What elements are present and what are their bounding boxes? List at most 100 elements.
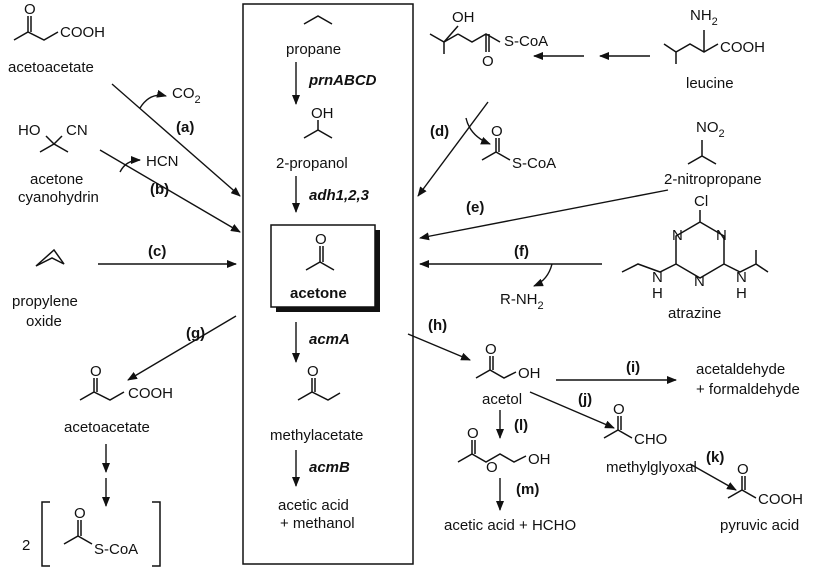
pyruvic-o: O [737, 461, 749, 478]
step-b-label: (b) [150, 181, 169, 198]
step-g-label: (g) [186, 325, 205, 342]
acetoacetate-bottom-o: O [90, 363, 102, 380]
gene-acma: acmA [309, 331, 350, 348]
acetone-label: acetone [290, 285, 347, 302]
pyruvic-structure [727, 476, 757, 499]
rnh2-release-curve [533, 263, 553, 287]
methylglyoxal-structure [603, 416, 633, 439]
acetol-label: acetol [482, 391, 522, 408]
cyanohydrin-label-1: acetone [30, 171, 83, 188]
acetyl-coa-right-structure [481, 138, 511, 161]
formaldehyde-label: + formaldehyde [696, 381, 800, 398]
atrazine-n1: N [672, 227, 683, 244]
acetyl-coa-right-scoa: S-CoA [512, 155, 556, 172]
gene-adh: adh1,2,3 [309, 187, 370, 204]
hydroxyacyl-o: O [482, 53, 494, 70]
hcn-release-curve [119, 156, 141, 173]
arrow-e [419, 189, 669, 241]
atrazine-h-right: H [736, 285, 747, 302]
acetoacetate-bottom-cooh: COOH [128, 385, 173, 402]
step-e-label: (e) [466, 199, 484, 216]
leucine-nh2: NH2 [690, 7, 718, 28]
hydroxyacyl-oh: OH [452, 9, 475, 26]
propylene-oxide-structure [35, 248, 65, 267]
acetone-o: O [315, 231, 327, 248]
acetoxymethanol-o2: O [486, 459, 498, 476]
arrow-j [529, 391, 615, 429]
methylacetate-o: O [307, 363, 319, 380]
acetoacetate-top-structure [13, 16, 59, 41]
acetic-hcho-label: acetic acid + HCHO [444, 517, 576, 534]
methylglyoxal-o: O [613, 401, 625, 418]
acetyl-coa-bottom-o: O [74, 505, 86, 522]
acetyl-coa-bottom-scoa: S-CoA [94, 541, 138, 558]
pyruvic-cooh: COOH [758, 491, 803, 508]
methylacetate-structure [297, 378, 341, 401]
atrazine-cl: Cl [694, 193, 708, 210]
propylene-oxide-label-2: oxide [26, 313, 62, 330]
atrazine-label: atrazine [668, 305, 721, 322]
methylglyoxal-label: methylglyoxal [606, 459, 697, 476]
bracket-left [41, 501, 50, 567]
acetone-structure [305, 246, 335, 271]
step-l-label: (l) [514, 417, 528, 434]
atrazine-n3: N [694, 273, 705, 290]
arrow-g [127, 315, 237, 381]
acetaldehyde-label: acetaldehyde [696, 361, 785, 378]
acetoxymethanol-structure [457, 440, 527, 463]
step-h-label: (h) [428, 317, 447, 334]
propanol-oh: OH [311, 105, 334, 122]
methylacetate-label: methylacetate [270, 427, 363, 444]
step-c-label: (c) [148, 243, 166, 260]
nitropropane-structure [687, 140, 717, 165]
arrow-a [111, 83, 241, 197]
propanol-structure [303, 120, 333, 139]
step-k-label: (k) [706, 449, 724, 466]
acetyl-coa-release-curve [465, 117, 491, 145]
acetoacetate-bottom-structure [79, 378, 125, 401]
acetic-acid-label: acetic acid [278, 497, 349, 514]
gene-prnabcd: prnABCD [308, 72, 377, 89]
acetoacetate-top-cooh: COOH [60, 24, 105, 41]
atrazine-h-left: H [652, 285, 663, 302]
bracket-right [152, 501, 161, 567]
acetoacetate-top-label: acetoacetate [8, 59, 94, 76]
co2-label: CO2 [172, 85, 201, 106]
arrow-d [417, 101, 489, 197]
acetol-structure [475, 356, 517, 379]
cyanohydrin-structure [39, 135, 69, 153]
hydroxyacyl-coa-structure [429, 25, 501, 54]
nitropropane-no2: NO2 [696, 119, 725, 140]
central-pathway-box [242, 3, 414, 565]
acetoxymethanol-oh: OH [528, 451, 551, 468]
hydroxyacyl-scoa: S-CoA [504, 33, 548, 50]
propylene-oxide-label-1: propylene [12, 293, 78, 310]
leucine-cooh: COOH [720, 39, 765, 56]
acetoacetate-top-o: O [24, 1, 36, 18]
atrazine-n2: N [716, 227, 727, 244]
leucine-label: leucine [686, 75, 734, 92]
cyanohydrin-ho: HO [18, 122, 41, 139]
acetol-o: O [485, 341, 497, 358]
coa-multiplier: 2 [22, 537, 30, 554]
hcn-label: HCN [146, 153, 179, 170]
arrow-b [99, 149, 241, 233]
gene-acmb: acmB [309, 459, 350, 476]
acetoxymethanol-o1: O [467, 425, 479, 442]
step-d-label: (d) [430, 123, 449, 140]
propane-label: propane [286, 41, 341, 58]
step-i-label: (i) [626, 359, 640, 376]
pyruvic-label: pyruvic acid [720, 517, 799, 534]
acetol-oh: OH [518, 365, 541, 382]
methanol-label: + methanol [280, 515, 355, 532]
propane-structure [303, 15, 333, 25]
rnh2-label: R-NH2 [500, 291, 544, 312]
acetyl-coa-right-o: O [491, 123, 503, 140]
cyanohydrin-label-2: cyanohydrin [18, 189, 99, 206]
acetoacetate-bottom-label: acetoacetate [64, 419, 150, 436]
step-m-label: (m) [516, 481, 539, 498]
step-f-label: (f) [514, 243, 529, 260]
atrazine-nh-left: N [652, 269, 663, 286]
propanol-label: 2-propanol [276, 155, 348, 172]
